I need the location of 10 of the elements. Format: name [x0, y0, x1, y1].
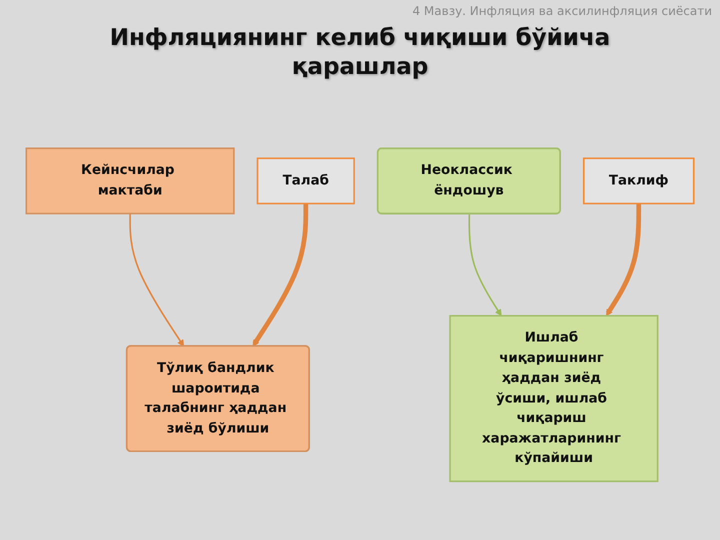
node-box: Таклиф	[582, 158, 694, 204]
arrow	[252, 204, 308, 347]
arrow	[129, 214, 184, 347]
node-box: Талаб	[256, 158, 355, 204]
node-box: Кейнсчилар мактаби	[26, 148, 235, 215]
slide-title: Инфляциянинг келиб чиқиши бўйича қарашлар	[108, 24, 612, 82]
arrow	[468, 214, 502, 316]
topic-header: 4 Мавзу. Инфляция ва аксилинфляция сиёсати	[412, 4, 712, 18]
node-box: Ишлаб чиқаришнинг ҳаддан зиёд ўсиши, ишлаб чиқариш харажатларининг кўпайиши	[449, 315, 658, 482]
arrow	[606, 204, 642, 316]
